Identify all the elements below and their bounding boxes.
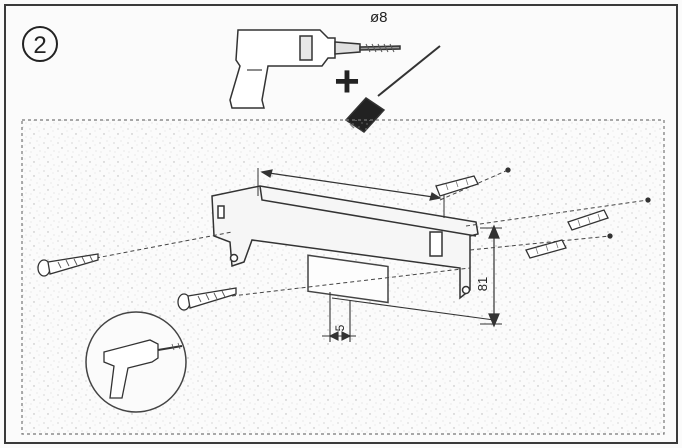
height-dimension [480, 224, 502, 328]
width-dimension [257, 168, 445, 218]
plus-symbol: + [334, 57, 360, 106]
wall-bracket [211, 185, 479, 304]
drill-bit-size-label: ø8 [370, 9, 388, 26]
drill-into-wall-icon [85, 311, 187, 413]
screw-left [37, 253, 99, 277]
screw-middle [177, 287, 237, 311]
step-number: 2 [33, 32, 46, 59]
wall-plug-right-lower [525, 233, 613, 259]
height-dimension-label: 81 [475, 277, 490, 291]
wall-plug-top [435, 167, 511, 197]
step-badge: 2 [22, 26, 58, 62]
offset-dimension [322, 292, 356, 342]
reference-line [331, 297, 495, 321]
power-drill-icon [229, 29, 401, 109]
offset-dimension-label: 5 [333, 324, 347, 331]
wall-plug-right-upper [567, 197, 651, 231]
